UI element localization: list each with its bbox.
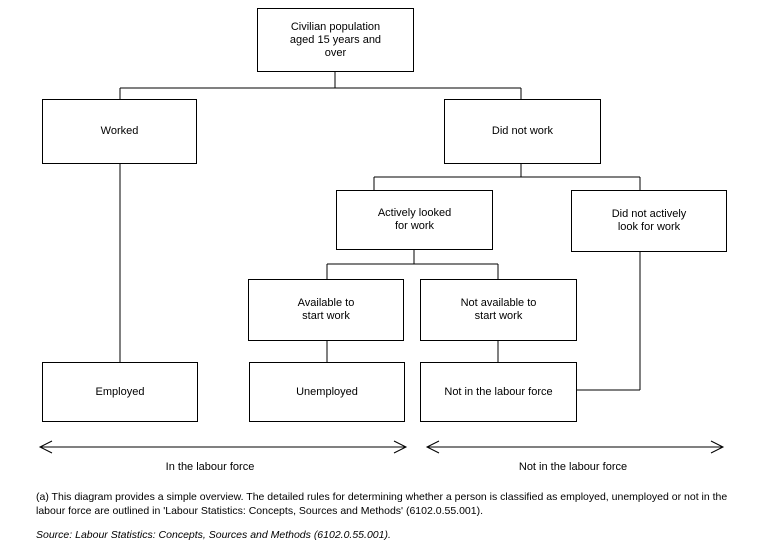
source-note: Source: Labour Statistics: Concepts, Sou… bbox=[36, 529, 391, 541]
node-not-available-to-start: Not available to start work bbox=[420, 279, 577, 341]
node-available-to-start: Available to start work bbox=[248, 279, 404, 341]
node-employed: Employed bbox=[42, 362, 198, 422]
node-not-in-labour-force: Not in the labour force bbox=[420, 362, 577, 422]
footnote: (a) This diagram provides a simple overv… bbox=[36, 491, 728, 517]
node-worked: Worked bbox=[42, 99, 197, 164]
node-actively-looked: Actively looked for work bbox=[336, 190, 493, 250]
node-did-not-work: Did not work bbox=[444, 99, 601, 164]
zone-label-in-labour-force: In the labour force bbox=[165, 461, 255, 473]
node-civilian-population: Civilian population aged 15 years and ov… bbox=[257, 8, 414, 72]
node-unemployed: Unemployed bbox=[249, 362, 405, 422]
node-did-not-actively-look: Did not actively look for work bbox=[571, 190, 727, 252]
zone-label-not-in-labour-force: Not in the labour force bbox=[518, 461, 628, 473]
